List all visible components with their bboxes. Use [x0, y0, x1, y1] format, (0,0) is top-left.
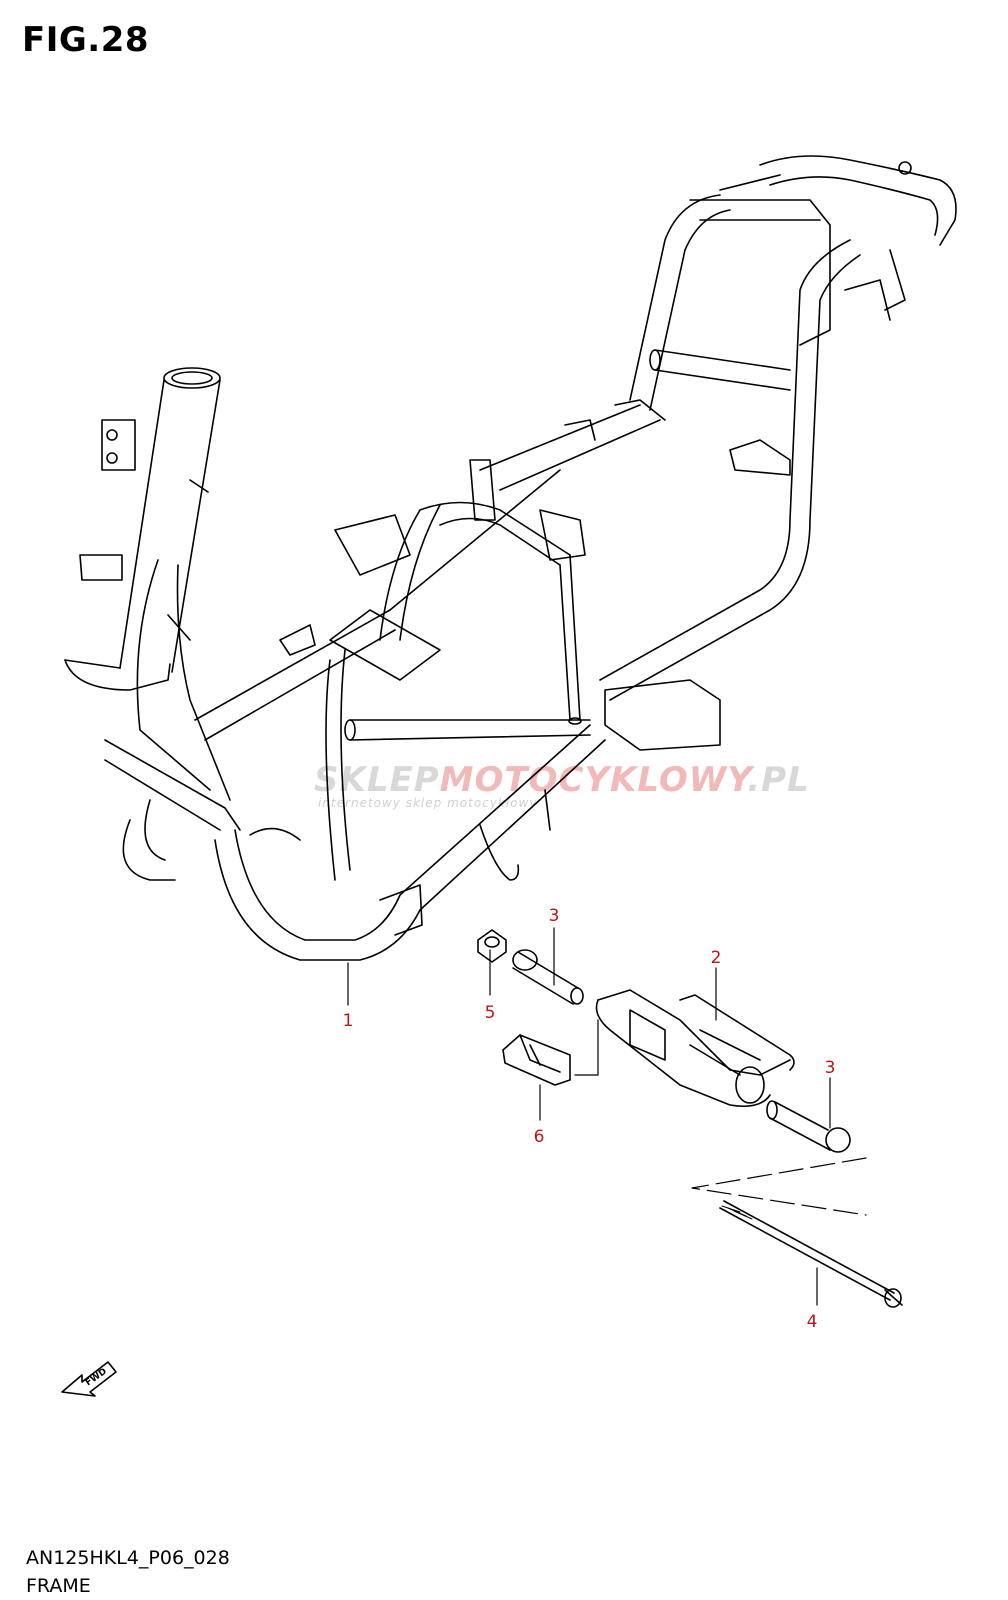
long-bolt	[719, 1200, 903, 1308]
figure-caption: FRAME	[26, 1575, 91, 1597]
watermark-logo: SKLEPMOTOCYKLOWY.PL	[314, 760, 810, 800]
rail-brackets	[279, 399, 791, 881]
engine-hanger-bracket	[595, 989, 795, 1108]
fwd-arrow-icon: FWD	[61, 1361, 117, 1397]
callout-part-3-upper[interactable]: 3	[548, 906, 560, 926]
callout-part-3-lower[interactable]: 3	[824, 1058, 836, 1078]
callout-part-4[interactable]: 4	[806, 1312, 818, 1332]
lower-loop	[122, 724, 606, 961]
center-loop	[325, 459, 591, 881]
callout-part-1[interactable]: 1	[342, 1011, 354, 1031]
watermark-brand-main: SKLEP	[314, 760, 440, 800]
rear-rails	[599, 194, 861, 701]
callout-part-6[interactable]: 6	[533, 1127, 545, 1147]
figure-code: AN125HKL4_P06_028	[26, 1547, 230, 1569]
watermark-brand-suffix: .PL	[747, 760, 810, 800]
nut	[477, 929, 507, 963]
leader-lines	[347, 927, 867, 1306]
side-rails	[104, 404, 661, 831]
rubber-cushion	[502, 1034, 571, 1086]
callout-part-2[interactable]: 2	[710, 948, 722, 968]
watermark-tagline: internetowy sklep motocyklowy	[318, 796, 538, 810]
collar-upper	[512, 949, 584, 1005]
down-tube	[136, 559, 231, 801]
watermark-brand-accent: MOTOCYKLOWY	[439, 760, 748, 800]
callout-part-5[interactable]: 5	[484, 1003, 496, 1023]
head-tube	[64, 367, 221, 691]
collar-lower	[766, 1100, 851, 1153]
figure-title: FIG.28	[22, 20, 150, 60]
frame-assembly	[64, 155, 957, 961]
rear-loop	[719, 155, 957, 321]
